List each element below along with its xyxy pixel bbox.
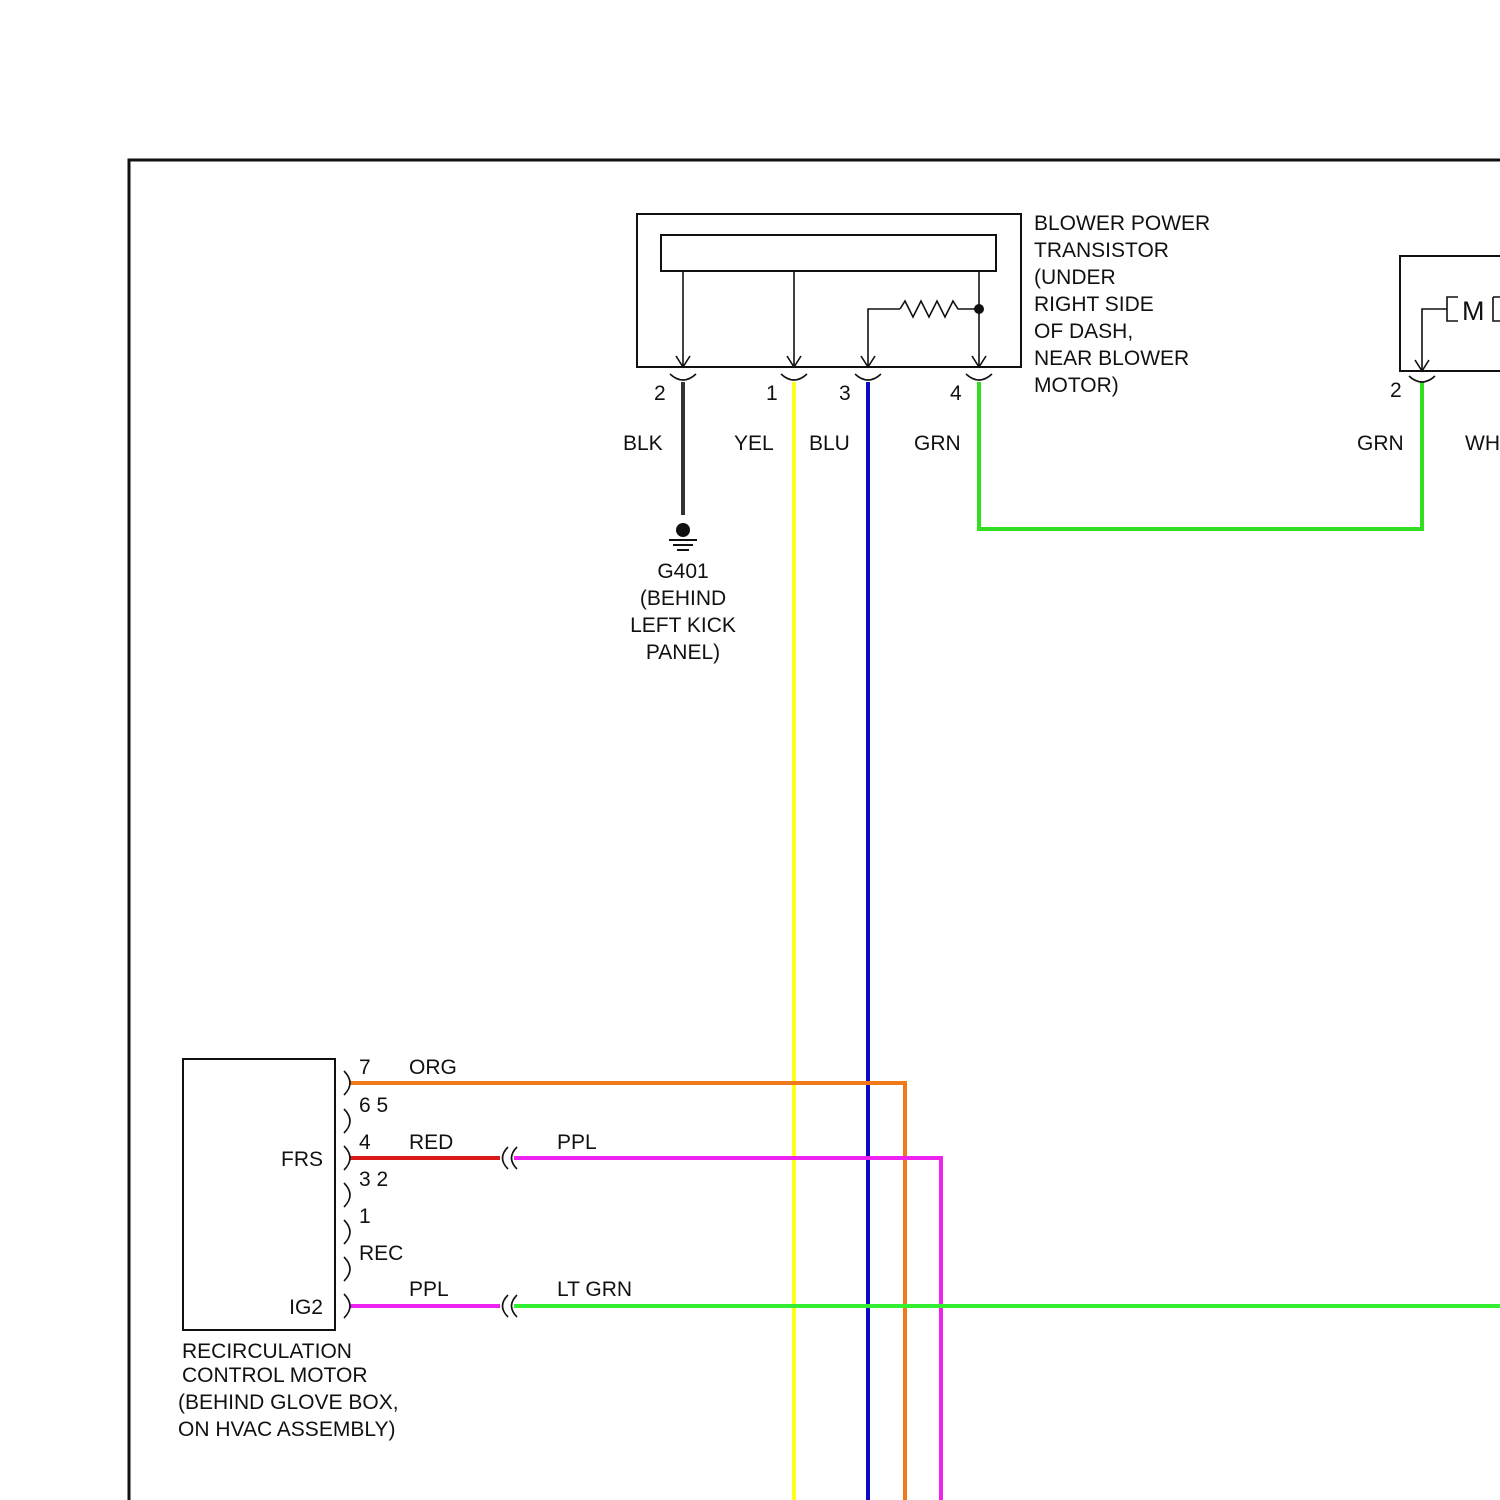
component-label: TRANSISTOR: [1034, 239, 1169, 262]
junction-dot: [974, 304, 984, 314]
motor-icon: M: [1462, 296, 1485, 326]
ground-icon: [669, 540, 697, 550]
component-label: CONTROL MOTOR: [182, 1364, 368, 1387]
connector-pin-icon: [344, 1183, 350, 1207]
transistor-housing: [637, 214, 1021, 367]
pin-label: 6 5: [359, 1094, 388, 1117]
pin-number: 1: [766, 382, 778, 405]
wire-color-label: BLU: [809, 432, 850, 455]
connector-pin-2-icon: [670, 374, 696, 380]
wire-color-label: ORG: [409, 1056, 457, 1079]
wire-color-label: GRN: [1357, 432, 1404, 455]
pin-label: 1: [359, 1205, 371, 1228]
wire-color-label: RED: [409, 1131, 453, 1154]
connector-pin-icon: [344, 1071, 350, 1095]
connector-pin-icon: [344, 1257, 350, 1281]
ground-label: (BEHIND: [640, 587, 726, 610]
component-label: NEAR BLOWER: [1034, 347, 1189, 370]
wire-color-label: BLK: [623, 432, 663, 455]
pin-number: 2: [654, 382, 666, 405]
connector-pin-icon: [344, 1109, 350, 1133]
pin-number: 4: [950, 382, 962, 405]
ground-label: PANEL): [646, 641, 720, 664]
blower-motor: M 2 GRN WH: [1357, 256, 1500, 455]
ground-label: LEFT KICK: [630, 614, 736, 637]
component-label: MOTOR): [1034, 374, 1119, 397]
pin-number: 2: [1390, 379, 1402, 402]
connector-pin-icon: [344, 1220, 350, 1244]
connector-pin-4-icon: [966, 374, 992, 380]
pin-label: 3 2: [359, 1168, 388, 1191]
connector-pin-icon: [344, 1146, 350, 1170]
connector-pin-1-icon: [781, 374, 807, 380]
wire-color-label: PPL: [409, 1278, 449, 1301]
wire-color-label: PPL: [557, 1131, 597, 1154]
wire-color-label: LT GRN: [557, 1278, 632, 1301]
wire-grn: [979, 382, 1422, 529]
terminal-label: IG2: [289, 1296, 323, 1319]
resistor-icon: [900, 301, 979, 317]
wire-color-label: YEL: [734, 432, 774, 455]
connector-pin-icon: [1409, 376, 1435, 382]
component-label: (UNDER: [1034, 266, 1116, 289]
pin-label: 4: [359, 1131, 371, 1154]
connector-pin-icon: [344, 1294, 350, 1318]
component-label: OF DASH,: [1034, 320, 1133, 343]
component-label: (BEHIND GLOVE BOX,: [178, 1391, 399, 1414]
component-label: ON HVAC ASSEMBLY): [178, 1418, 395, 1441]
pin-label: REC: [359, 1242, 403, 1265]
wire-ppl: [514, 1158, 941, 1500]
transistor-internal-block: [661, 235, 996, 271]
connector-pin-3-icon: [855, 374, 881, 380]
wire-color-label: WH: [1465, 432, 1500, 455]
blower-power-transistor: 2 1 3 4 BLOWER POWER TRANSISTOR (UNDER R…: [637, 212, 1210, 405]
component-label: BLOWER POWER: [1034, 212, 1210, 235]
component-label: RIGHT SIDE: [1034, 293, 1154, 316]
recirc-motor-housing: [183, 1059, 335, 1330]
recirculation-control-motor: FRS IG2 7 6 5 4 3 2 1 REC ORG RED PPL PP…: [178, 1056, 632, 1441]
blower-motor-housing: [1400, 256, 1500, 371]
ground-g401: G401 (BEHIND LEFT KICK PANEL): [630, 523, 736, 664]
pin-label: 7: [359, 1056, 371, 1079]
ground-dot: [676, 523, 690, 537]
pin-number: 3: [839, 382, 851, 405]
wire-color-label: GRN: [914, 432, 961, 455]
component-label: RECIRCULATION: [182, 1340, 352, 1363]
ground-label: G401: [657, 560, 708, 583]
terminal-label: FRS: [281, 1148, 323, 1171]
